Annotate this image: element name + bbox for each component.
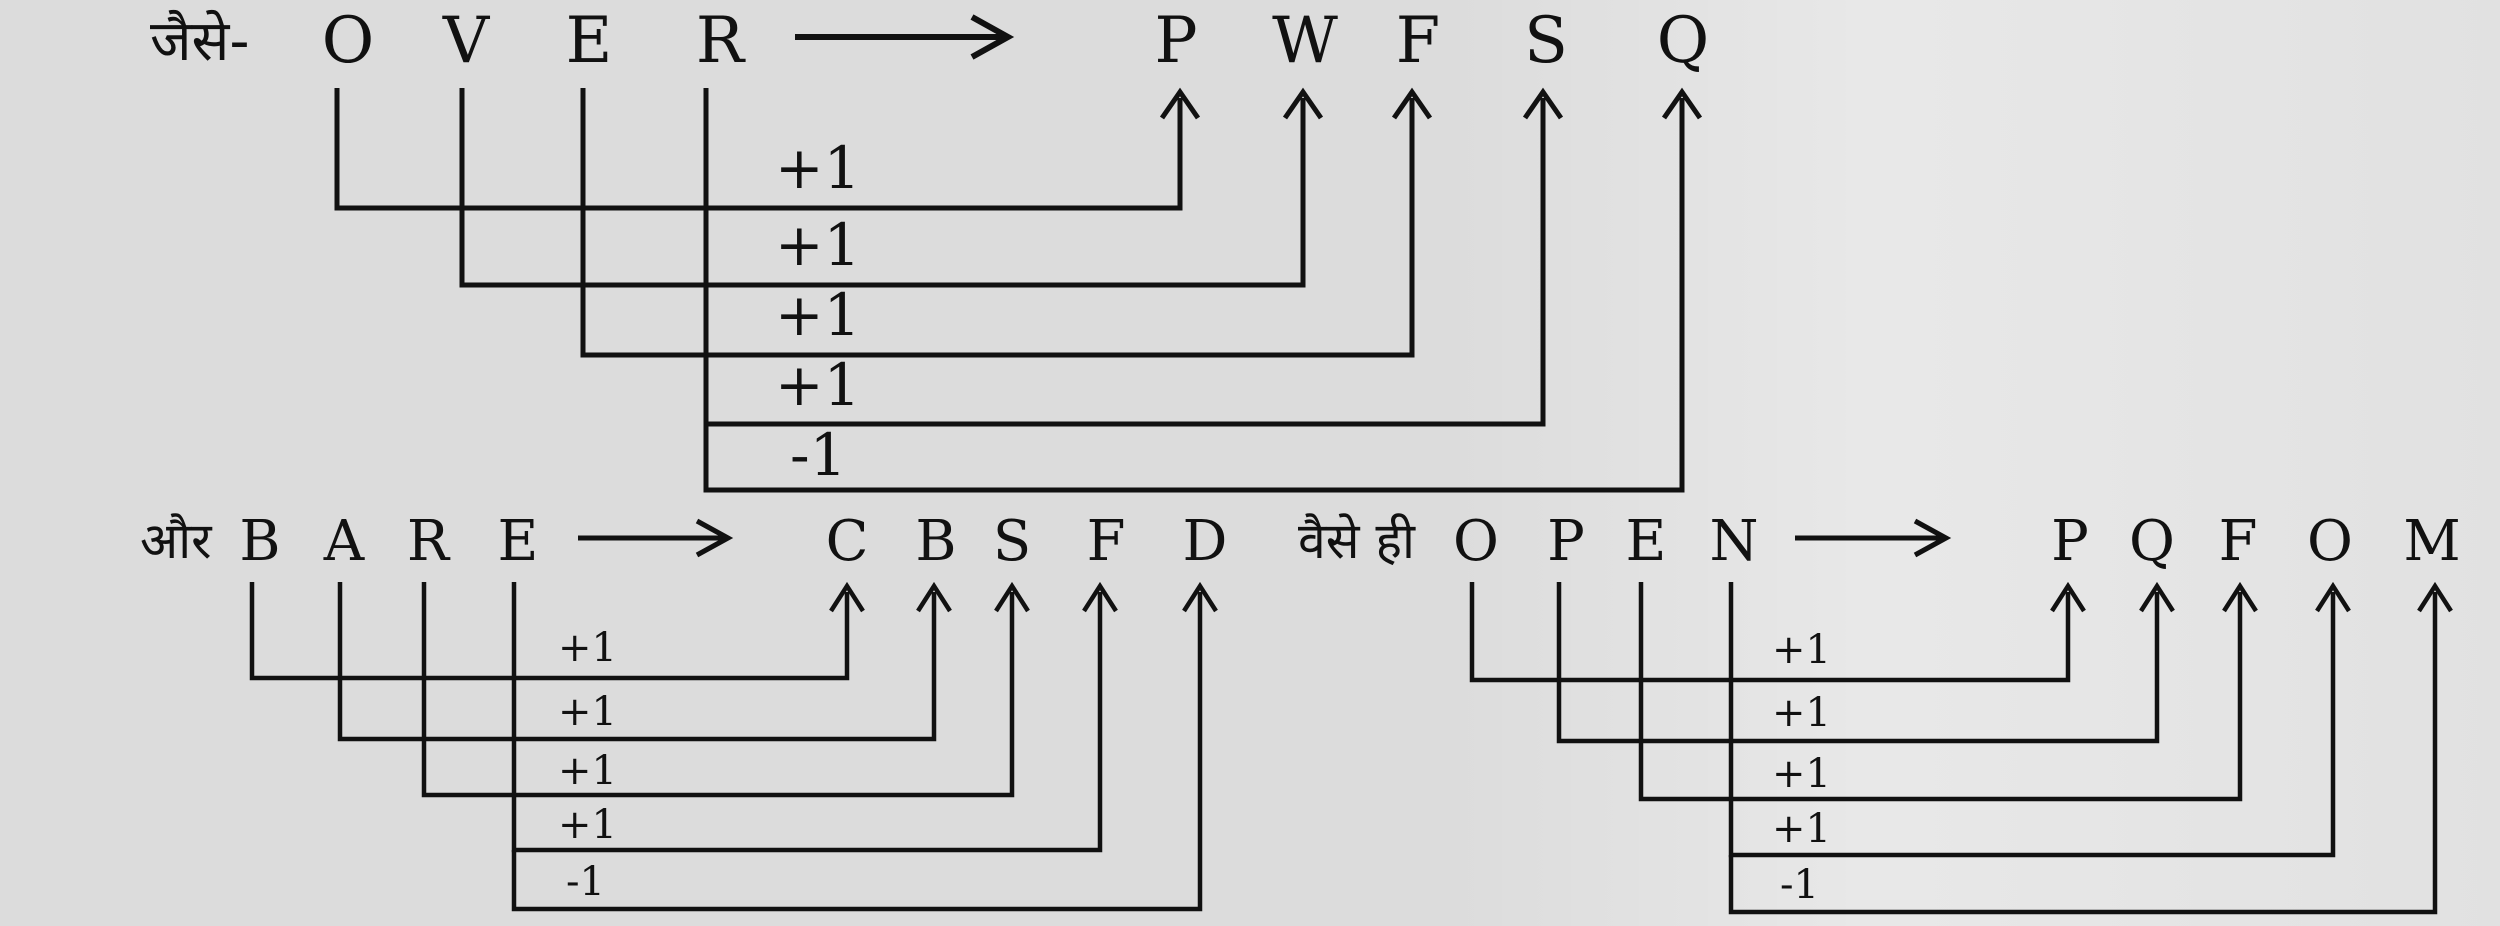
example-1-source-letter: R (696, 4, 746, 78)
arrowhead-icon (1159, 87, 1201, 120)
example-2-op-label: +1 (558, 625, 617, 671)
connector-path (703, 98, 1685, 493)
example-2-op-label: +1 (558, 689, 617, 735)
example-1: जैसे- O V E R P W F S Q +1 (150, 4, 1709, 493)
arrowhead-icon (2315, 581, 2351, 613)
example-1-target-letter: F (1396, 4, 1440, 78)
example-3-target-letter: O (2307, 509, 2353, 574)
arrowhead-icon (829, 581, 865, 613)
arrowhead-icon (994, 581, 1030, 613)
example-3-target-letter: M (2403, 509, 2460, 574)
connector-path (421, 582, 1015, 798)
example-2-source-letter: E (498, 509, 539, 574)
example-1-op-label: +1 (775, 351, 861, 419)
example-3-source-letter: O (1453, 509, 1499, 574)
connector-path (703, 88, 1546, 427)
example-2-op-label: +1 (558, 802, 617, 848)
connector-path (459, 88, 1306, 288)
example-1-source-letter: E (566, 4, 613, 78)
connector-path (1728, 582, 2336, 858)
example-2-target-letter: F (1087, 509, 1126, 574)
example-3-source-letter: P (1547, 509, 1585, 574)
example-2-arrowheads (829, 581, 1218, 613)
example-1-op-label: -1 (790, 421, 847, 489)
example-1-target-letter: W (1272, 4, 1338, 78)
example-1-op-label: +1 (775, 134, 861, 202)
example-1-arrowheads (1159, 87, 1703, 120)
paper-shade (1450, 0, 2500, 926)
example-1-transform-arrow (795, 14, 1015, 60)
connector-path (1728, 592, 2438, 915)
example-2-source-letter: B (239, 509, 280, 574)
connector-path (249, 582, 850, 681)
arrowhead-icon (1391, 87, 1433, 120)
arrowhead-icon (1182, 581, 1218, 613)
example-2-target-letter: D (1183, 509, 1228, 574)
example-3-op-label: +1 (1772, 751, 1831, 797)
example-2: और B A R E C B S F D +1 +1 +1 (140, 509, 1228, 912)
connector-path (1469, 582, 2071, 683)
arrowhead-icon (1082, 581, 1118, 613)
example-1-target-letter: S (1524, 4, 1568, 78)
example-3-target-letter: F (2219, 509, 2258, 574)
example-2-op-label: +1 (558, 748, 617, 794)
example-3-target-letter: Q (2129, 509, 2175, 574)
example-3: वैसे ही O P E N P Q F O M +1 +1 +1 (1298, 509, 2461, 915)
example-3-source-letter: N (1710, 509, 1759, 574)
example-1-source-letter: V (442, 4, 491, 78)
example-2-op-label: -1 (566, 859, 605, 905)
example-3-arrowheads (2050, 581, 2453, 613)
example-1-prefix: जैसे- (150, 9, 250, 74)
example-2-transform-arrow (578, 518, 734, 558)
example-2-target-letter: S (993, 509, 1031, 574)
example-3-op-label: +1 (1772, 690, 1831, 736)
example-3-target-letter: P (2051, 509, 2089, 574)
example-1-source-letter: O (322, 4, 374, 78)
example-3-source-letter: E (1626, 509, 1667, 574)
connector-path (337, 582, 937, 742)
example-1-target-letter: P (1154, 4, 1197, 78)
example-3-op-label: +1 (1772, 806, 1831, 852)
example-1-connectors (334, 88, 1685, 493)
example-2-target-letter: C (826, 509, 869, 574)
example-2-source-letter: R (407, 509, 451, 574)
example-2-connectors (249, 582, 1203, 912)
connector-path (580, 88, 1415, 358)
connector-path (511, 582, 1103, 853)
arrowhead-icon (1282, 87, 1324, 120)
example-3-op-label: +1 (1772, 627, 1831, 673)
arrowhead-icon (1661, 87, 1703, 120)
example-2-target-letter: B (915, 509, 956, 574)
arrowhead-icon (2139, 581, 2175, 613)
example-3-connectors (1469, 582, 2438, 915)
connector-path (1638, 582, 2243, 802)
example-1-op-label: +1 (775, 211, 861, 279)
arrowhead-icon (2050, 581, 2086, 613)
connector-path (1556, 582, 2160, 744)
example-3-op-label: -1 (1780, 862, 1819, 908)
connector-path (511, 592, 1203, 912)
example-1-op-label: +1 (775, 281, 861, 349)
arrowhead-icon (2417, 581, 2453, 613)
connector-path (334, 88, 1183, 211)
example-3-prefix: वैसे ही (1298, 512, 1416, 570)
example-2-source-letter: A (323, 509, 365, 574)
arrowhead-icon (2222, 581, 2258, 613)
example-3-transform-arrow (1795, 518, 1952, 558)
arrowhead-icon (916, 581, 952, 613)
example-1-target-letter: Q (1657, 4, 1709, 78)
arrowhead-icon (1522, 87, 1564, 120)
example-2-prefix: और (140, 512, 213, 570)
